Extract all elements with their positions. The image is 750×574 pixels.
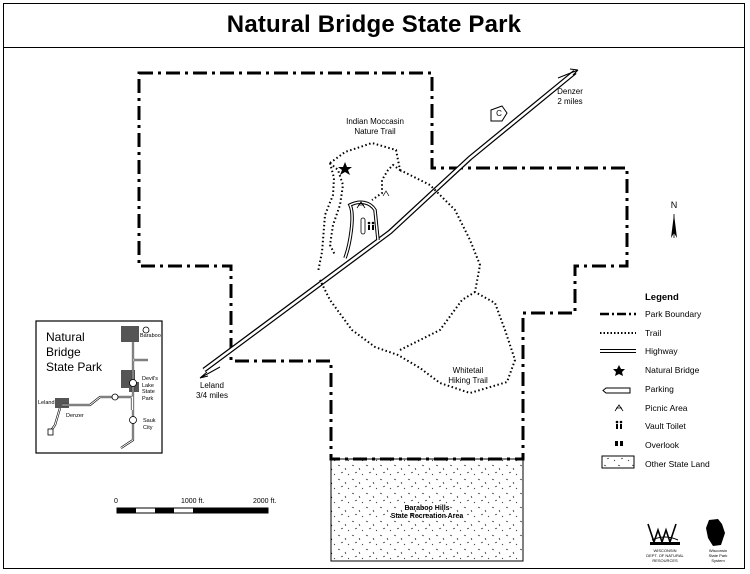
scale-label-2000: 2000 ft. (253, 498, 277, 505)
legend-parking: Parking (645, 384, 674, 394)
legend-title: Legend (645, 292, 679, 303)
scale-label-1000: 1000 ft. (181, 498, 205, 505)
indian-moccasin-label: Indian Moccasin Nature Trail (346, 117, 404, 136)
denzer-label: Denzer 2 miles (557, 87, 583, 106)
scale-bar (116, 507, 269, 514)
legend-state-land-icon (601, 455, 635, 469)
leland-label: Leland 3/4 miles (195, 381, 228, 400)
north-arrow (671, 214, 677, 238)
baraboo-hills-label: Baraboo Hills State Recreation Area (390, 505, 464, 520)
indian-moccasin-trail (317, 141, 402, 273)
whitetail-label: Whitetail Hiking Trail (448, 366, 488, 385)
parking-icon (360, 217, 366, 235)
legend-highway: Highway (645, 346, 678, 356)
park-boundary (137, 71, 629, 461)
legend-parking-icon (602, 387, 631, 394)
inset-leland: Leland (38, 400, 55, 406)
legend-vault-toilet: Vault Toilet (645, 421, 686, 431)
dnr-logo-text: WISCONSIN DEPT. OF NATURAL RESOURCES (646, 548, 684, 563)
map-frame (3, 3, 745, 569)
whitetail-trail (319, 169, 517, 395)
inset-title: Natural Bridge State Park (46, 330, 103, 374)
highway-c-label: C (496, 109, 502, 118)
legend-toilet-icon (615, 420, 623, 429)
legend-overlook: Overlook (645, 440, 680, 450)
north-label: N (670, 200, 678, 210)
legend-park-boundary: Park Boundary (645, 309, 702, 319)
legend-other-state-land: Other State Land (645, 459, 710, 469)
state-parks-logo (706, 519, 725, 546)
map-title: Natural Bridge State Park (226, 11, 522, 38)
natural-bridge-star (338, 162, 352, 175)
picnic-icon-2 (382, 190, 390, 197)
vault-toilet-icon (367, 221, 375, 230)
inset-baraboo: Baraboo (140, 333, 161, 339)
inset-sauk-city: Sauk City (143, 418, 156, 431)
other-state-land (330, 458, 524, 562)
inset-denzer: Denzer (66, 413, 84, 419)
picnic-area-icon (356, 201, 366, 209)
highway-c-marker (490, 105, 508, 122)
dnr-logo (647, 523, 680, 545)
road-arrow-denzer (557, 68, 579, 79)
scale-label-0: 0 (114, 498, 118, 505)
legend-picnic-icon (614, 404, 624, 412)
legend-natural-bridge: Natural Bridge (645, 365, 700, 375)
inset-map (35, 320, 163, 454)
legend-star-icon (613, 365, 625, 376)
legend-trail: Trail (645, 328, 662, 338)
parks-logo-text: Wisconsin State Park System (708, 548, 728, 563)
road-arrow-leland (199, 366, 221, 379)
inset-devils-lake: Devil's Lake State Park (142, 376, 159, 402)
legend-overlook-icon (615, 441, 623, 446)
legend-picnic-area: Picnic Area (645, 403, 688, 413)
title-bar: Natural Bridge State Park (3, 3, 745, 48)
